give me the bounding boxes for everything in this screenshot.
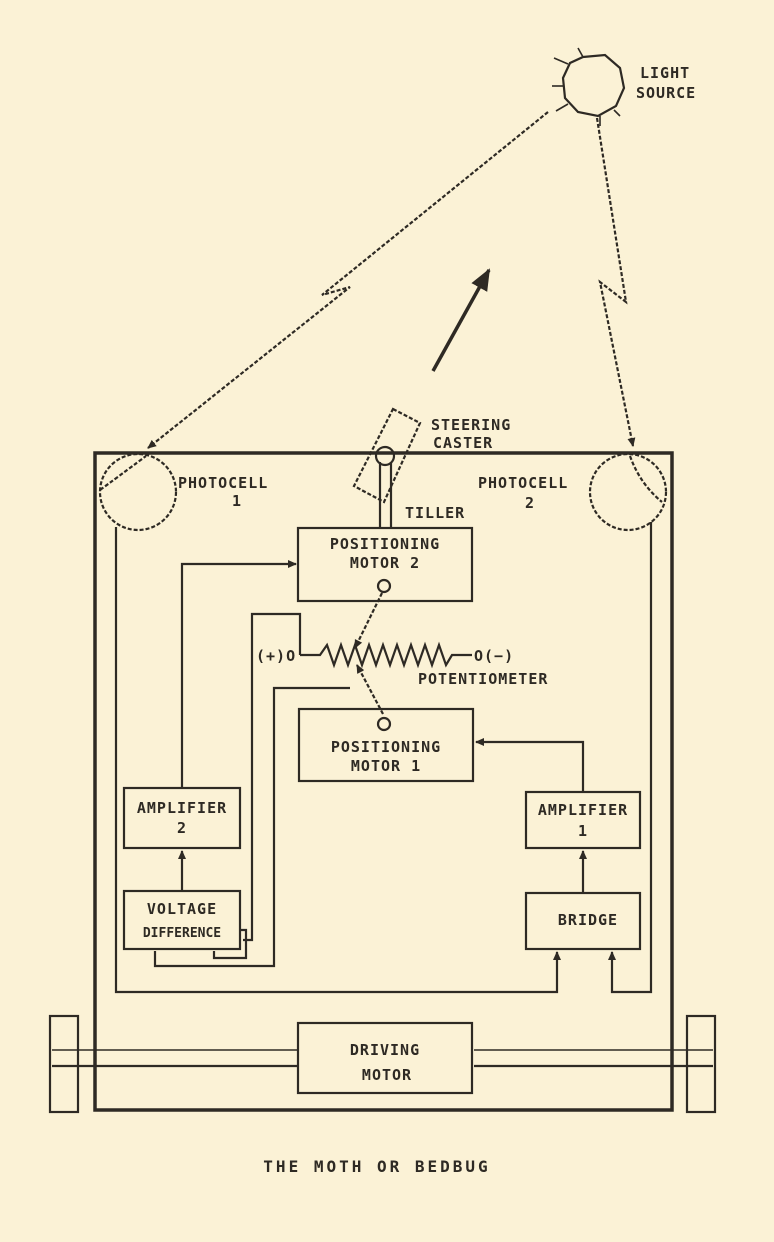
wiper-link-motor-2 (354, 592, 383, 649)
right-wheel-icon (685, 1014, 717, 1114)
direction-arrow-icon (431, 268, 491, 372)
light-ray-to-photocell-2 (595, 117, 636, 447)
pot-minus-terminal: O(−) (474, 647, 514, 665)
light-source: LIGHT SOURCE (552, 47, 696, 126)
photocell-1-icon (98, 452, 178, 532)
positioning-motor-1-label-line2: MOTOR 1 (351, 757, 421, 775)
photocell-1: PHOTOCELL 1 (98, 452, 268, 532)
steering-caster-label-line1: STEERING (431, 416, 511, 434)
bridge: BRIDGE (524, 891, 642, 951)
bridge-label: BRIDGE (558, 911, 618, 929)
wire-photocell2-to-bridge (608, 522, 653, 994)
light-ray-to-photocell-1 (147, 111, 549, 449)
voltage-difference-label-line1: VOLTAGE (147, 900, 217, 918)
light-rays-icon (552, 47, 621, 126)
steering-caster-label-line2: CASTER (433, 434, 493, 452)
voltage-difference: VOLTAGE DIFFERENCE (122, 889, 242, 951)
driving-motor (296, 1021, 474, 1095)
chassis-frame (93, 451, 674, 1112)
photocell-2-icon (588, 452, 668, 532)
voltage-difference-label-line2: DIFFERENCE (143, 926, 221, 941)
resistor-zigzag-icon (300, 641, 472, 669)
wire-pot-plus-to-vd (243, 612, 302, 942)
light-source-label-line1: LIGHT (640, 64, 690, 82)
light-source-bulb-icon (561, 53, 626, 118)
positioning-motor-2-label-line2: MOTOR 2 (350, 554, 420, 572)
amplifier-2-label-line1: AMPLIFIER (137, 799, 227, 817)
positioning-motor-1: POSITIONING MOTOR 1 (297, 707, 475, 783)
positioning-motor-2: POSITIONING MOTOR 2 (296, 526, 474, 603)
photocell-2-label-line1: PHOTOCELL (478, 474, 568, 492)
driving-motor-label-line2: MOTOR (362, 1066, 412, 1084)
caster-pivot-icon (374, 445, 396, 467)
light-source-label-line2: SOURCE (636, 84, 696, 102)
amplifier-2: AMPLIFIER 2 (122, 786, 242, 850)
photocell-1-label-line1: PHOTOCELL (178, 474, 268, 492)
tiller-label: TILLER (405, 504, 465, 522)
amplifier-1-label-line1: AMPLIFIER (538, 801, 628, 819)
motor-1-shaft-icon (376, 716, 392, 732)
diagram-caption: THE MOTH OR BEDBUG (263, 1157, 490, 1176)
pot-plus-terminal: (+)O (256, 647, 296, 665)
potentiometer: (+)O O(−) POTENTIOMETER (256, 592, 548, 715)
amplifier-1-label-line2: 1 (578, 822, 588, 840)
wire-photocell1-to-bridge (114, 527, 561, 994)
drive-assembly: DRIVING MOTOR (48, 1014, 717, 1114)
positioning-motor-2-label-line1: POSITIONING (330, 535, 440, 553)
wire-amp1-to-motor1 (475, 738, 585, 792)
photocell-2: PHOTOCELL 2 (478, 452, 668, 532)
wiring (114, 522, 653, 994)
wire-amp2-to-motor2 (180, 560, 297, 788)
positioning-motor-1-label-line1: POSITIONING (331, 738, 441, 756)
photocell-1-label-line2: 1 (232, 492, 242, 510)
motor-2-shaft-icon (376, 578, 392, 594)
steering-caster: STEERING CASTER TILLER (352, 407, 511, 528)
photocell-2-label-line2: 2 (525, 494, 535, 512)
wire-pot-wiper-to-vd (153, 686, 350, 968)
driving-motor-label-line1: DRIVING (350, 1041, 420, 1059)
amplifier-2-label-line2: 2 (177, 819, 187, 837)
caster-wheel-icon (352, 407, 422, 504)
wiper-link-motor-1 (356, 664, 384, 715)
wire-vd-inner-loop (212, 928, 248, 960)
potentiometer-label: POTENTIOMETER (418, 670, 548, 688)
left-wheel-icon (48, 1014, 80, 1114)
amplifier-1: AMPLIFIER 1 (524, 790, 642, 850)
